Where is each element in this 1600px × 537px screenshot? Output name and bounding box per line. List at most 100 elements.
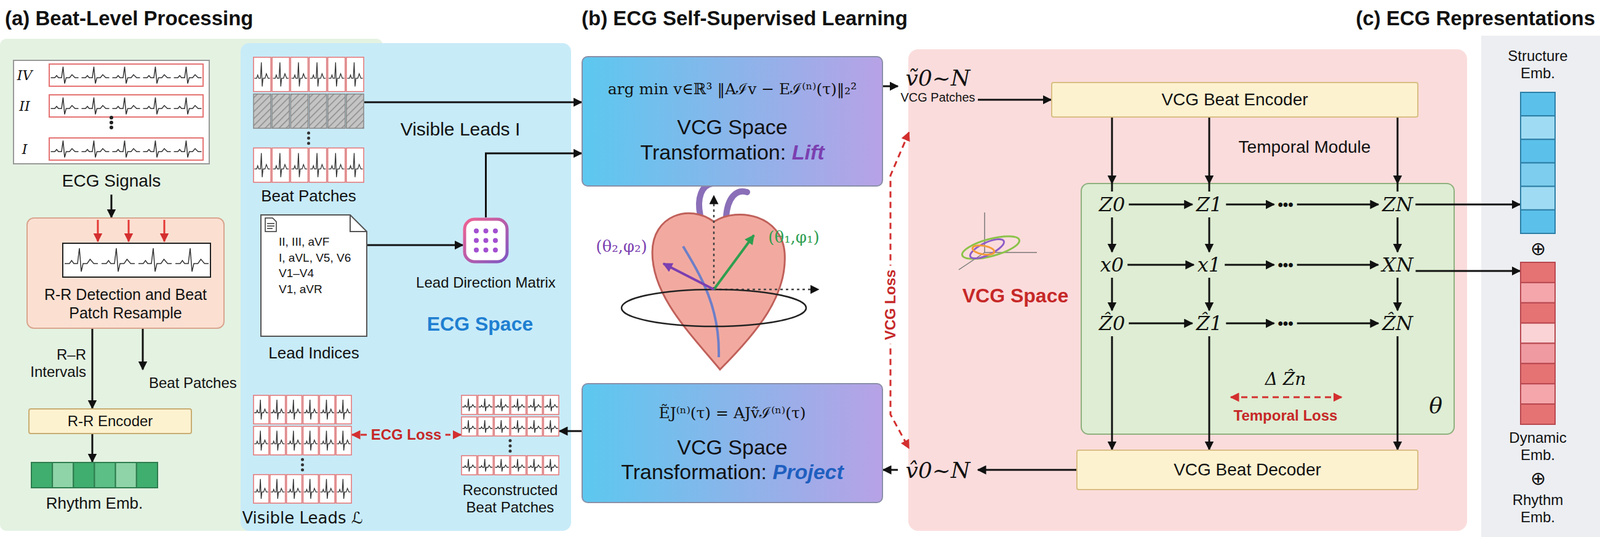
node-text: I, aVL, V5, V6 [278,249,363,266]
trace [347,62,363,87]
diagram-label: ••• [1277,195,1293,213]
trace [143,66,172,84]
connector [364,101,582,104]
beat-patches-arrow [142,328,144,370]
cell [543,455,559,475]
flow-line [1396,277,1399,311]
trace [320,430,335,450]
cell [272,147,290,183]
cell [1520,115,1556,140]
flow-line [1208,336,1211,434]
matrix-dot [483,228,489,234]
trace [81,97,110,114]
trace [291,62,308,87]
diagram-label: x1 [1197,252,1221,277]
panel-c-ground [1481,35,1600,537]
cell [510,395,527,415]
diagram-label: IV [17,67,33,84]
matrix-dot [483,247,489,253]
node-text: ṽ0~N [905,65,971,91]
node-text: VCG Space Transformation: [620,435,788,484]
trace [462,419,476,433]
cell [510,455,527,475]
node-text: V1–V4 [278,265,363,282]
dot [307,131,311,135]
node-text: θ [1423,392,1448,418]
trace [101,248,135,272]
trace [138,248,172,272]
r-peak-arrow [163,219,166,242]
cell [94,462,116,488]
cell [494,416,510,436]
matrix-dot [473,247,479,253]
cell [494,395,510,415]
connector [486,153,583,218]
cell [1520,209,1556,234]
vcg-loop-figure [958,212,1037,270]
trace [478,398,493,412]
trace [51,66,79,84]
cell [328,147,346,183]
cell [62,243,211,277]
cell [346,147,364,183]
vcg-space-panel: VCG SpaceVCG Beat EncoderTemporal Module… [908,49,1468,531]
node-text: VCG Space [947,284,1084,308]
trace [287,478,301,499]
trace [544,398,559,412]
ecg-signals-figure-art [12,59,211,165]
vcg-loop-figure [968,235,1007,262]
node-text: Reconstructed Beat Patches [448,481,572,516]
node-text: Lead Indices [246,343,382,363]
trace [254,62,270,87]
trace [478,419,493,433]
flow-line [1208,433,1211,450]
cell [303,425,319,455]
trace [112,97,141,114]
embedding-bar-art [30,461,159,488]
flow-line [1415,203,1455,206]
heart-illustration [699,183,748,217]
cell [346,57,364,92]
trace [174,140,202,157]
node-text: R-R Encoder [67,412,154,430]
lead-direction-icon: Lead Direction Matrix [462,217,509,264]
cell [309,147,327,183]
cell [319,425,335,455]
cell [253,57,271,92]
flow-line [1225,203,1274,206]
temporal-module: Temporal Moduleθ [1081,183,1455,434]
edge-label: VCG Loss [880,265,901,344]
connector [367,244,463,247]
cell [527,395,543,415]
cell [272,57,290,92]
dot [109,120,114,125]
node-text: ẼJ⁽ⁿ⁾(τ) = AJṽℐ⁽ⁿ⁾(τ) [658,401,806,423]
vcg-loop-figure [960,231,1022,264]
diagram-label: XN [1382,252,1414,277]
cell [136,462,158,488]
trace [287,399,301,420]
heart-illustration [713,235,754,290]
trace [528,398,542,412]
trace [320,399,335,420]
flow-line [1111,277,1114,311]
diagram-label: x0 [1100,252,1124,277]
cell [1520,262,1556,283]
trace [304,399,318,420]
reconstructed-grid: Reconstructed Beat Patches [460,393,560,476]
trace [81,140,110,157]
trace [270,478,285,499]
trace [310,153,326,178]
trace [336,478,351,499]
dot [508,444,512,448]
flow-line [1297,264,1379,266]
cell [527,455,543,475]
connector [977,468,1077,471]
lead-index-document: II, III, aVFI, aVL, V5, V6V1–V4V1, aVRLe… [260,214,368,337]
embedding-bar-art [1520,91,1556,234]
document-icon [265,217,277,232]
cell [1520,163,1556,187]
trace [511,398,525,412]
connector [91,328,94,408]
beat-patch-grid-art [252,56,365,184]
